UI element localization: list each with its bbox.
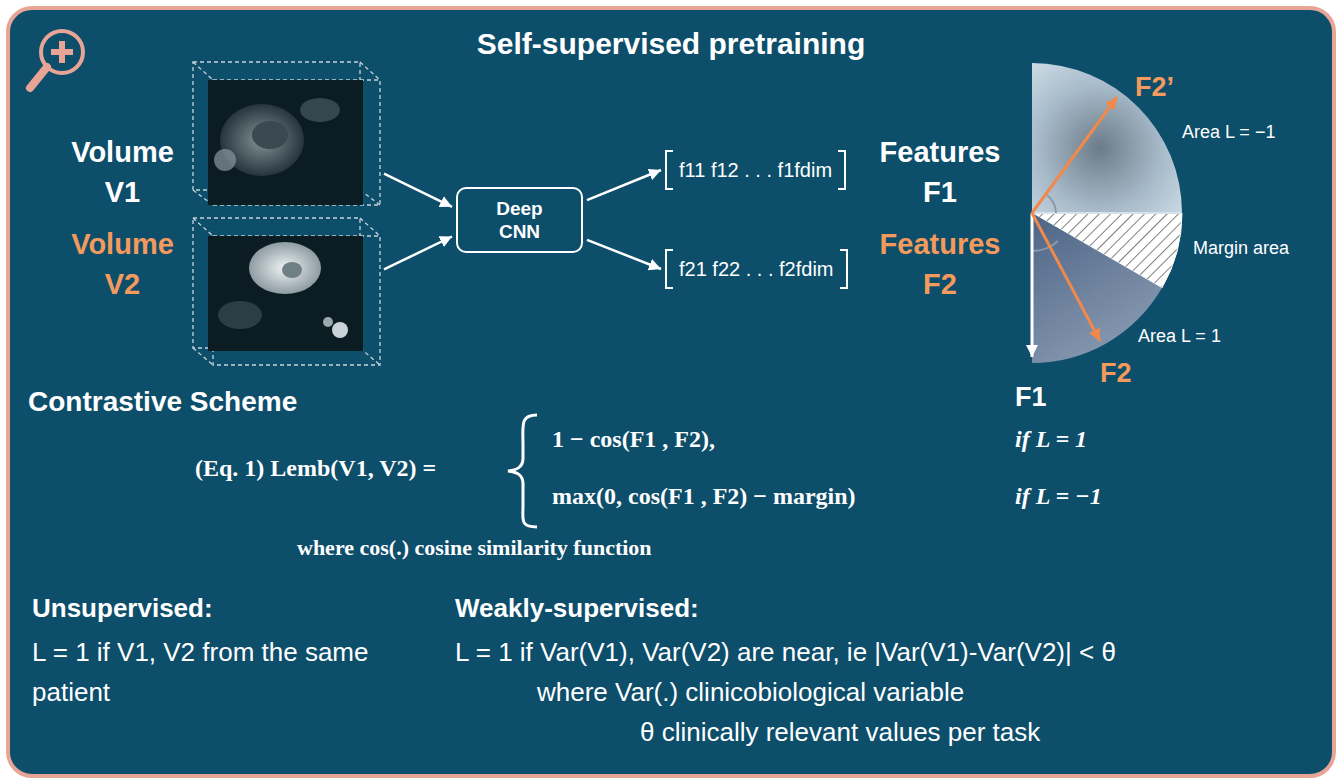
volume-label: Volume V2 (60, 224, 185, 304)
zoom-icon (30, 31, 83, 88)
title: Self-supervised pretraining (0, 27, 1342, 62)
text-label: if L = 1 (1015, 426, 1087, 454)
text-label: Unsupervised: (32, 594, 213, 624)
text-label: L = 1 if V1, V2 from the same patient (32, 632, 412, 712)
volume-cube (193, 62, 380, 365)
text-label: if L = −1 (1015, 483, 1102, 511)
arrow-connector (384, 237, 452, 270)
text-label: 1 − cos(F1 , F2), (552, 426, 715, 454)
volume-node: Volume V2 (193, 218, 380, 365)
text-label: F2 (1100, 358, 1132, 389)
vector-text: f11 f12 . . . f1fdim (679, 159, 832, 182)
bracket (840, 249, 848, 289)
feature-vector: f11 f12 . . . f1fdimFeatures F1 (665, 150, 846, 190)
mri-slice (208, 80, 363, 351)
bracket (838, 150, 846, 190)
arrow-connector (384, 174, 452, 207)
box-text: Deep CNN (485, 197, 555, 243)
text-label: (Eq. 1) Lemb(V1, V2) = (195, 455, 436, 483)
arrow-connector (587, 170, 661, 200)
text-label: where cos(.) cosine similarity function (297, 535, 652, 560)
bracket (665, 150, 673, 190)
feature-label: Features F2 (870, 224, 1010, 304)
text-label: Contrastive Scheme (28, 386, 297, 418)
vector-text: f21 f22 . . . f2fdim (679, 258, 834, 281)
text-label: θ clinically relevant values per task (640, 712, 1040, 752)
text-label: max(0, cos(F1 , F2) − margin) (552, 483, 856, 511)
text-label: Area L = −1 (1182, 122, 1275, 143)
bracket (665, 249, 673, 289)
feature-label: Features F1 (870, 132, 1010, 212)
embedding-semicircle (1032, 63, 1182, 363)
text-label: Margin area (1193, 238, 1289, 259)
text-label: where Var(.) clinicobiological variable (537, 672, 964, 712)
feature-vector: f21 f22 . . . f2fdimFeatures F2 (665, 249, 848, 289)
process-box: Deep CNN (456, 187, 583, 253)
arrow-connector (587, 240, 661, 269)
text-label: Weakly-supervised: (455, 594, 699, 624)
curly-brace (508, 415, 537, 527)
text-label: Area L = 1 (1138, 326, 1221, 347)
volume-node: Volume V1 (193, 62, 380, 205)
volume-label: Volume V1 (60, 132, 185, 212)
text-label: L = 1 if Var(V1), Var(V2) are near, ie |… (455, 632, 1116, 672)
text-label: F2’ (1135, 72, 1174, 103)
text-label: F1 (1015, 382, 1047, 413)
